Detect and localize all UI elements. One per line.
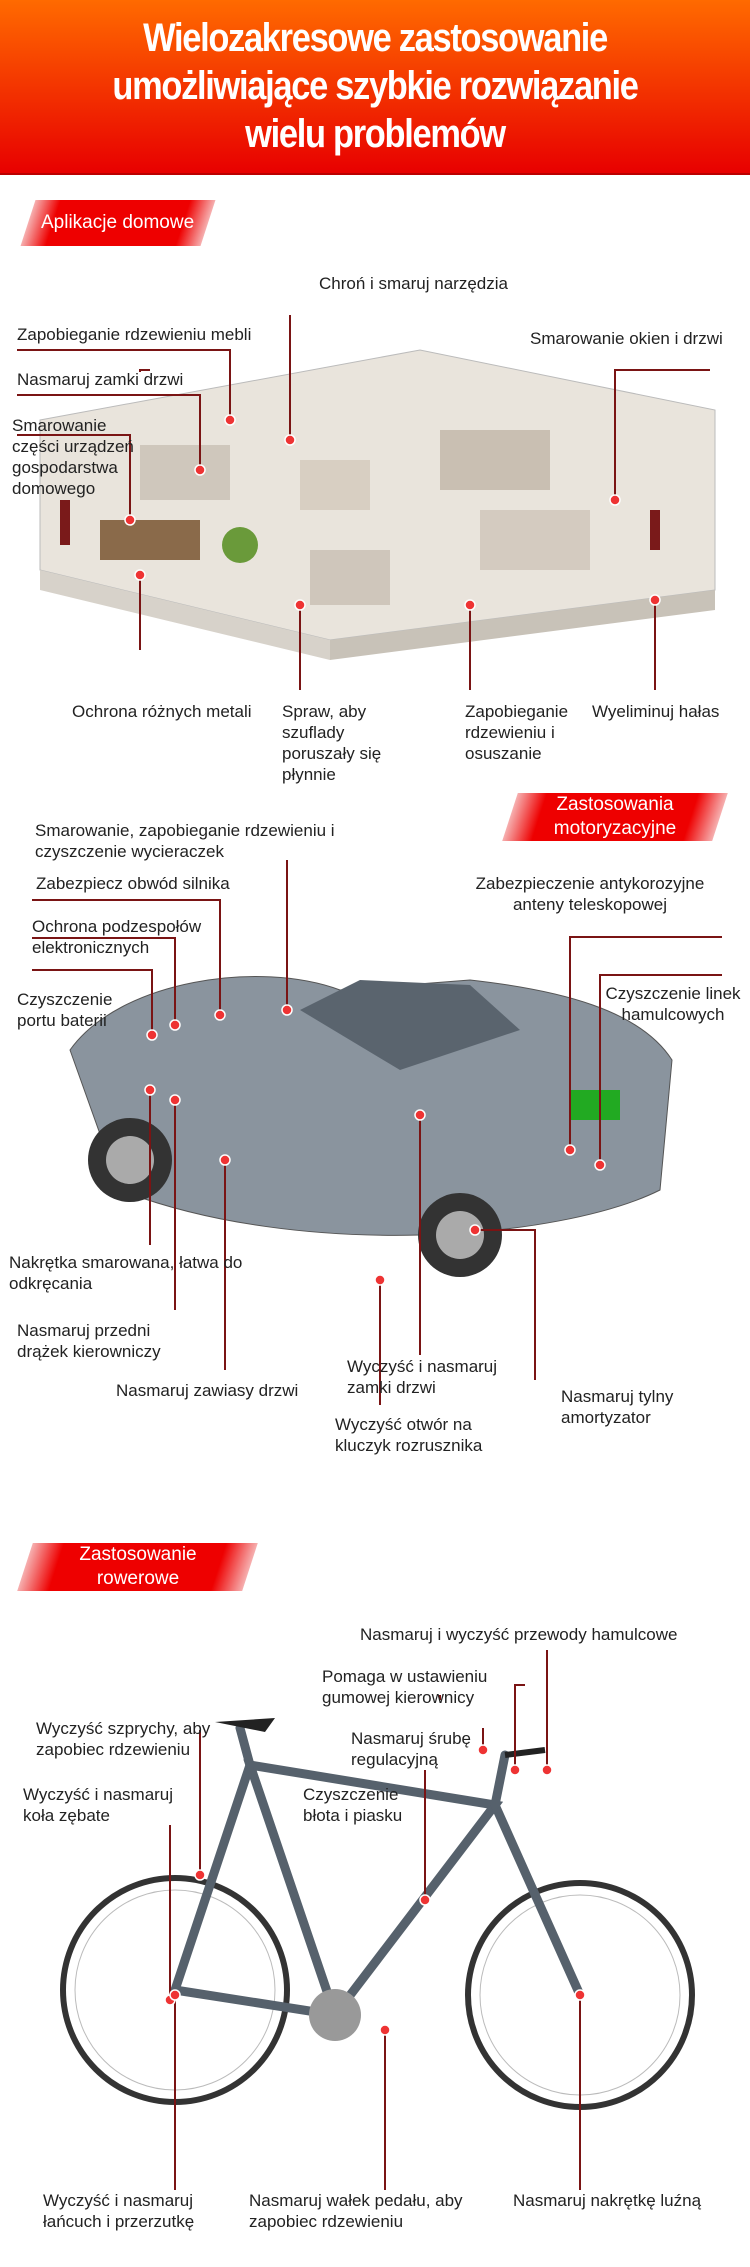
label-nut: Nakrętka smarowana, łatwa do odkręcania — [9, 1253, 243, 1293]
label-brake-cables: Czyszczenie linek hamulcowych — [605, 984, 741, 1024]
label-mud-sand: Czyszczenie błota i piasku — [303, 1785, 403, 1825]
label-appliances: Smarowanie części urządzeń gospodarstwa … — [12, 416, 134, 498]
label-brake-lines: Nasmaruj i wyczyść przewody hamulcowe — [360, 1625, 678, 1644]
label-drawers: Spraw, aby szuflady poruszały się płynni… — [282, 702, 382, 784]
label-battery-port: Czyszczenie portu baterii — [17, 990, 113, 1030]
label-spokes: Wyczyść szprychy, aby zapobiec rdzewieni… — [36, 1719, 211, 1759]
home-section-badge: Aplikacje domowe — [20, 200, 216, 246]
badge-label: Zastosowanie rowerowe — [78, 1544, 197, 1589]
label-noise: Wyeliminuj hałas — [592, 702, 720, 721]
label-furniture: Zapobieganie rdzewieniu mebli — [17, 325, 252, 344]
label-door-locks: Nasmaruj zamki drzwi — [17, 370, 184, 389]
label-pedal-shaft: Nasmaruj wałek pedału, aby zapobiec rdze… — [249, 2191, 463, 2231]
car-section-badge: Zastosowania motoryzacyjne — [502, 793, 728, 841]
label-gears: Wyczyść i nasmaruj koła zębate — [23, 1785, 174, 1825]
label-wipers: Smarowanie, zapobieganie rdzewieniu i cz… — [35, 821, 335, 861]
car-illustration — [32, 860, 722, 1405]
label-chain: Wyczyść i nasmaruj łańcuch i przerzutkę — [43, 2191, 195, 2231]
label-rust-drying: Zapobieganie rdzewieniu i osuszanie — [465, 702, 569, 763]
title-line: Wielozakresowe zastosowanie — [143, 16, 608, 60]
apartment-illustration — [17, 315, 716, 690]
label-loose-nut: Nasmaruj nakrętkę luźną — [513, 2191, 702, 2210]
label-steering-rod: Nasmaruj przedni drążek kierowniczy — [17, 1321, 161, 1361]
badge-label: Zastosowania motoryzacyjne — [553, 794, 677, 839]
label-antenna: Zabezpieczenie antykorozyjne anteny tele… — [475, 874, 705, 914]
label-ignition: Wyczyść otwór na kluczyk rozrusznika — [335, 1415, 483, 1455]
header-banner: Wielozakresowe zastosowanie umożliwiając… — [0, 0, 750, 175]
bike-section-badge: Zastosowanie rowerowe — [17, 1543, 258, 1591]
label-door-locks-car: Wyczyść i nasmaruj zamki drzwi — [347, 1357, 498, 1397]
title-line: wielu problemów — [245, 112, 506, 156]
label-adjust-screw: Nasmaruj śrubę regulacyjną — [351, 1729, 471, 1769]
label-door-hinges: Nasmaruj zawiasy drzwi — [116, 1381, 299, 1400]
bicycle-illustration — [60, 1650, 695, 2190]
title-line: umożliwiające szybkie rozwiązanie — [112, 64, 639, 108]
label-metals: Ochrona różnych metali — [72, 702, 252, 721]
badge-label: Aplikacje domowe — [41, 212, 195, 233]
label-windows-doors: Smarowanie okien i drzwi — [530, 329, 723, 348]
label-electronics: Ochrona podzespołów elektronicznych — [32, 917, 202, 957]
label-handlebar: Pomaga w ustawieniu gumowej kierownicy — [322, 1667, 488, 1707]
label-engine-circuit: Zabezpiecz obwód silnika — [36, 874, 230, 893]
label-tools: Chroń i smaruj narzędzia — [319, 274, 508, 293]
label-shock-absorber: Nasmaruj tylny amortyzator — [561, 1387, 674, 1427]
